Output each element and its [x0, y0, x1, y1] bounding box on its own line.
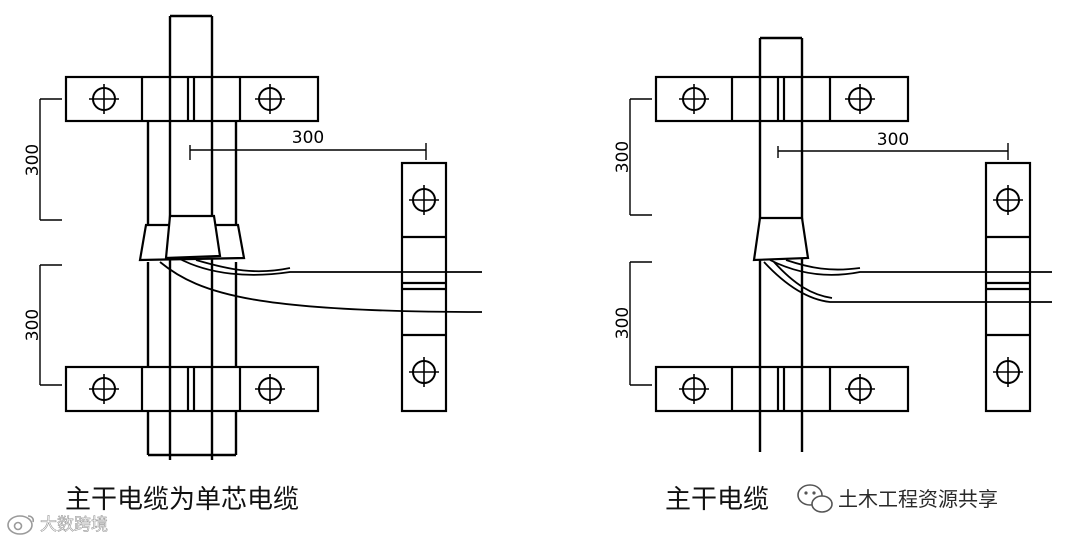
left-dim-horizontal-label: 300	[292, 128, 324, 148]
right-horizontal-dimension	[777, 143, 1009, 160]
bolt-icon	[408, 356, 440, 388]
bolt-icon	[678, 83, 710, 115]
right-diagram: 300 300 300 主干电缆	[613, 36, 1052, 515]
bolt-icon	[844, 83, 876, 115]
right-branch-cables	[763, 259, 1052, 303]
right-dim-horizontal-label: 300	[877, 130, 909, 150]
bolt-icon	[88, 83, 120, 115]
bolt-icon	[88, 373, 120, 405]
bolt-icon	[254, 373, 286, 405]
left-bottom-clamp	[64, 365, 320, 413]
left-outer-conduit	[146, 120, 238, 457]
left-dim-bottom-label: 300	[23, 309, 43, 341]
bolt-icon	[992, 356, 1024, 388]
bolt-icon	[992, 184, 1024, 216]
right-cable-head	[752, 216, 810, 262]
weibo-logo-icon	[7, 515, 35, 535]
wechat-logo-icon	[797, 484, 833, 513]
left-dim-top-label: 300	[23, 144, 43, 176]
left-vertical-dimensions	[39, 98, 62, 386]
right-caption: 主干电缆	[665, 485, 769, 515]
bolt-icon	[408, 184, 440, 216]
right-watermark-text: 土木工程资源共享	[838, 487, 998, 511]
left-top-clamp	[64, 75, 320, 123]
right-watermark: 土木工程资源共享	[797, 484, 998, 513]
left-side-clamp	[400, 161, 448, 413]
right-side-clamp	[984, 161, 1032, 413]
left-caption: 主干电缆为单芯电缆	[65, 485, 299, 515]
bolt-icon	[844, 373, 876, 405]
left-branch-cables	[159, 257, 483, 313]
left-horizontal-dimension	[189, 143, 427, 160]
left-watermark: 大数跨境	[7, 515, 108, 535]
right-top-clamp	[654, 75, 910, 123]
bolt-icon	[678, 373, 710, 405]
right-bottom-clamp	[654, 365, 910, 413]
left-watermark-text: 大数跨境	[40, 515, 108, 535]
right-vertical-dimensions	[629, 98, 652, 386]
right-dim-bottom-label: 300	[613, 307, 633, 339]
bolt-icon	[254, 83, 286, 115]
left-cable-head	[138, 214, 246, 262]
right-dim-top-label: 300	[613, 141, 633, 173]
left-diagram: 300 300 300 主干电缆为单芯电缆	[23, 14, 483, 515]
